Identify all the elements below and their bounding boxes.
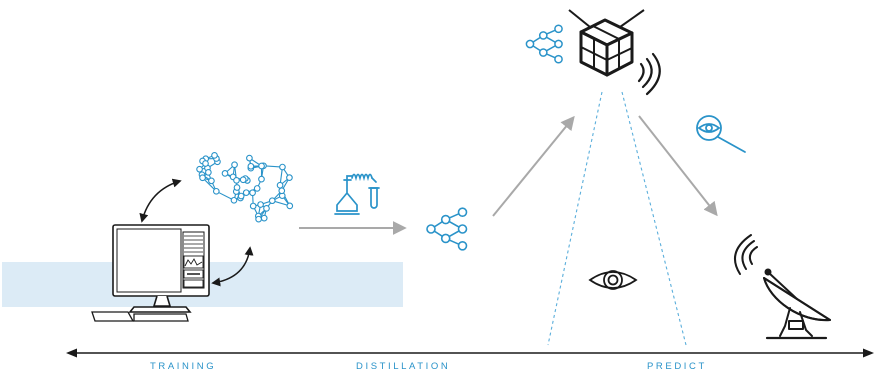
- network-node: [279, 163, 286, 171]
- network-node: [440, 233, 451, 244]
- eye-icon: [588, 270, 638, 290]
- network-node: [286, 174, 293, 182]
- network-node: [554, 54, 563, 64]
- network-node: [233, 177, 240, 184]
- onboard-neural-network-icon: [525, 24, 563, 64]
- timeline-axis: [66, 348, 874, 358]
- phase-label-training: TRAINING: [150, 361, 217, 372]
- network-node: [196, 165, 203, 173]
- network-node: [239, 176, 247, 184]
- network-node: [268, 197, 276, 205]
- network-node: [233, 184, 241, 191]
- network-node: [276, 181, 284, 189]
- network-node: [221, 170, 229, 177]
- workstation-monitor-icon: [91, 224, 210, 322]
- large-neural-network-icon: [196, 152, 294, 223]
- network-node: [440, 214, 451, 225]
- network-node: [538, 48, 548, 57]
- network-node: [257, 201, 264, 208]
- network-node: [253, 185, 261, 192]
- network-node: [260, 214, 268, 222]
- network-node: [211, 152, 218, 159]
- network-node: [258, 162, 265, 170]
- network-node: [208, 177, 215, 185]
- flow-arrows: [299, 115, 718, 235]
- network-node: [538, 31, 548, 40]
- network-node: [249, 189, 256, 197]
- network-node: [199, 174, 206, 182]
- network-node: [457, 241, 468, 251]
- satellite-icon: [568, 9, 661, 96]
- network-node: [457, 207, 468, 217]
- network-node: [237, 192, 245, 200]
- network-node: [278, 187, 286, 195]
- network-node: [231, 161, 238, 169]
- satellite-dish-icon: [733, 234, 831, 340]
- laboratory-distillation-icon: [334, 173, 380, 215]
- network-node: [247, 162, 255, 170]
- network-node: [246, 154, 253, 162]
- small-neural-network-icon: [426, 207, 468, 251]
- network-node: [286, 202, 294, 210]
- network-node: [263, 205, 270, 212]
- phase-label-predict: PREDICT: [647, 361, 707, 372]
- network-node: [525, 39, 535, 49]
- network-node: [554, 24, 563, 34]
- network-node: [457, 224, 468, 234]
- training-loop-arrows: [139, 178, 254, 287]
- network-node: [426, 224, 436, 234]
- observation-cone: [547, 91, 687, 346]
- network-node: [242, 189, 250, 197]
- network-node: [202, 160, 209, 167]
- network-node: [258, 175, 265, 183]
- phase-label-distillation: DISTILLATION: [356, 361, 451, 372]
- network-node: [212, 187, 220, 195]
- network-node: [230, 196, 238, 204]
- network-node: [554, 39, 563, 49]
- network-node: [255, 215, 262, 223]
- network-node: [205, 169, 212, 176]
- magnifier-eye-icon: [696, 115, 746, 153]
- network-node: [249, 202, 257, 210]
